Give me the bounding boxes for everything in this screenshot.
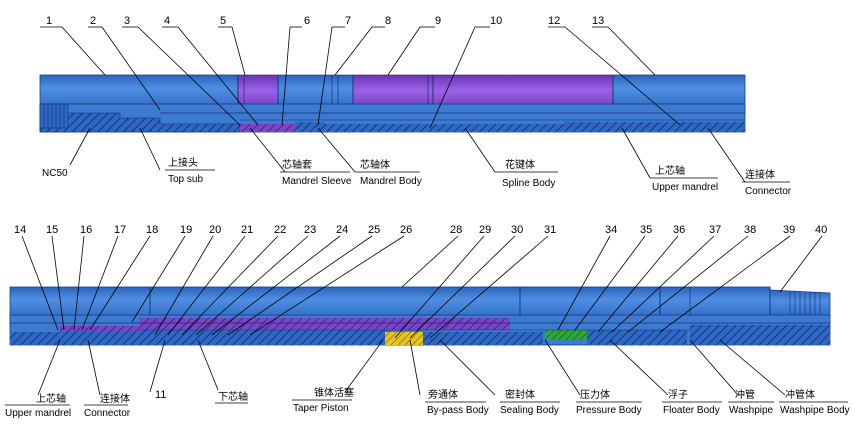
- label-cn: 连接体: [100, 392, 130, 405]
- part-number: 29: [479, 224, 491, 236]
- part-number: 28: [450, 224, 462, 236]
- label-en: Upper mandrel: [5, 408, 71, 419]
- part-number: 22: [274, 224, 286, 236]
- floater-body-section: [587, 330, 687, 345]
- label-en: NC50: [42, 168, 68, 179]
- part-number: 4: [164, 15, 170, 27]
- part-number: 11: [155, 389, 166, 401]
- bottom-assembly: [9, 286, 831, 346]
- part-number: 20: [209, 224, 221, 236]
- label-cn: 上芯轴: [655, 164, 685, 177]
- part-number: 9: [435, 15, 441, 27]
- mandrel-body-section: [295, 122, 325, 132]
- part-number: 19: [180, 224, 192, 236]
- part-number: 39: [783, 224, 795, 236]
- part-number: 7: [345, 15, 351, 27]
- part-number: 38: [744, 224, 756, 236]
- label-en: Taper Piston: [293, 403, 349, 414]
- label-en: By-pass Body: [427, 405, 489, 416]
- part-number: 3: [124, 15, 130, 27]
- part-number: 14: [14, 224, 26, 236]
- part-number: 40: [815, 224, 827, 236]
- top-sub-section: [39, 112, 241, 133]
- label-cn: 锥体活塞: [314, 386, 354, 399]
- bottom-part-labels: 上芯轴 Upper mandrel 连接体 Connector 下芯轴 锥体活塞…: [5, 386, 850, 419]
- label-cn: 旁通体: [428, 388, 458, 401]
- top-part-numbers: 1 2 3 4 5 6 7 8 9 10 12 13: [46, 15, 604, 27]
- part-number: 10: [490, 15, 502, 27]
- part-number: 26: [400, 224, 412, 236]
- upper-mandrel-lower-section: [10, 332, 140, 345]
- part-number: 16: [80, 224, 92, 236]
- label-en: Sealing Body: [500, 405, 559, 416]
- part-number: 37: [709, 224, 721, 236]
- label-cn: 密封体: [505, 388, 535, 401]
- part-number: 34: [605, 224, 617, 236]
- part-number: 21: [241, 224, 253, 236]
- label-cn: 冲管: [735, 388, 755, 401]
- top-part-labels: NC50 上接头 Top sub 芯轴套 Mandrel Sleeve 芯轴体 …: [42, 156, 792, 197]
- top-leaders: [40, 26, 746, 183]
- mandrel-sleeve-section: [240, 124, 295, 132]
- part-number: 15: [46, 224, 58, 236]
- label-en: Mandrel Sleeve: [282, 176, 352, 187]
- bypass-body-section: [423, 332, 543, 345]
- label-cn: 连接体: [745, 168, 775, 181]
- label-cn: 芯轴体: [360, 158, 390, 171]
- connector-lower-section: [60, 326, 140, 332]
- label-cn: 上芯轴: [36, 392, 66, 405]
- label-en: Pressure Body: [576, 405, 642, 416]
- label-en: Spline Body: [502, 178, 555, 189]
- part-number: 24: [336, 224, 348, 236]
- label-cn: 冲管体: [785, 388, 815, 401]
- part-number: 31: [544, 224, 556, 236]
- part-number: 25: [368, 224, 380, 236]
- label-en: Top sub: [168, 174, 203, 185]
- washpipe-section: [690, 325, 830, 345]
- label-cn: 上接头: [168, 156, 198, 169]
- part-number: 13: [592, 15, 604, 27]
- spline-body-section: [325, 124, 565, 132]
- label-en: Washpipe: [729, 405, 774, 416]
- label-en: Connector: [745, 186, 792, 197]
- part-number: 17: [114, 224, 126, 236]
- part-number: 30: [511, 224, 523, 236]
- bottom-leaders: [21, 235, 823, 396]
- lower-mandrel-section: [140, 318, 510, 330]
- label-cn: 下芯轴: [218, 390, 248, 403]
- part-number: 6: [304, 15, 310, 27]
- part-number: 36: [673, 224, 685, 236]
- label-cn: 花键体: [505, 158, 535, 171]
- part-number: 1: [46, 15, 52, 27]
- bottom-part-numbers: 14 15 16 17 18 19 20 21 22 23 24 25 26 2…: [14, 224, 827, 401]
- part-number: 5: [220, 15, 226, 27]
- label-en: Floater Body: [663, 405, 720, 416]
- upper-mandrel-section: [565, 122, 745, 132]
- lower-mandrel-hatch: [140, 330, 390, 345]
- label-en: Mandrel Body: [360, 176, 422, 187]
- label-cn: 芯轴套: [282, 158, 312, 171]
- part-number: 18: [146, 224, 158, 236]
- label-en: Upper mandrel: [652, 182, 718, 193]
- pressure-body-section: [545, 330, 587, 340]
- part-number: 2: [90, 15, 96, 27]
- taper-piston-section: [385, 332, 423, 345]
- label-cn: 压力体: [580, 388, 610, 401]
- part-number: 35: [640, 224, 652, 236]
- label-en: Connector: [84, 408, 131, 419]
- label-en: Washpipe Body: [780, 405, 850, 416]
- part-number: 23: [304, 224, 316, 236]
- label-cn: 浮子: [668, 389, 688, 401]
- nc50-thread: [39, 103, 69, 129]
- top-assembly: [39, 74, 746, 133]
- part-number: 8: [385, 15, 391, 27]
- part-number: 12: [548, 15, 560, 27]
